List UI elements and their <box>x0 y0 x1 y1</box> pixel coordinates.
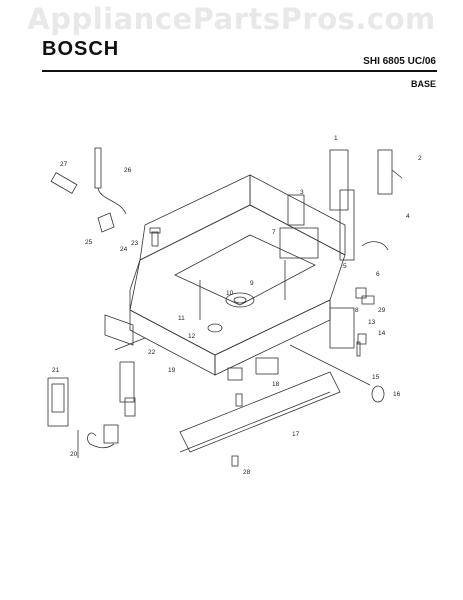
base-frame-drawing <box>47 147 403 467</box>
callout-5: 5 <box>343 263 347 270</box>
brand-logo: BOSCH <box>42 38 120 60</box>
callout-15: 15 <box>372 374 380 381</box>
callout-17: 17 <box>292 431 300 438</box>
callout-4: 4 <box>406 213 410 220</box>
callout-24: 24 <box>120 246 128 253</box>
callout-19: 19 <box>168 367 176 374</box>
callout-2: 2 <box>418 155 422 162</box>
callout-numbers: 1 2 3 4 5 6 7 8 9 10 11 12 13 14 15 16 1… <box>52 135 422 476</box>
callout-22: 22 <box>148 349 156 356</box>
callout-12: 12 <box>188 333 196 340</box>
callout-18: 18 <box>272 381 280 388</box>
callout-20: 20 <box>70 451 78 458</box>
callout-6: 6 <box>376 271 380 278</box>
callout-29: 29 <box>378 307 386 314</box>
callout-23: 23 <box>131 240 139 247</box>
callout-27: 27 <box>60 161 68 168</box>
callout-7: 7 <box>272 229 276 236</box>
callout-26: 26 <box>124 167 132 174</box>
callout-8: 8 <box>355 307 359 314</box>
callout-14: 14 <box>378 330 386 337</box>
callout-1: 1 <box>334 135 338 142</box>
watermark: AppliancePartsPros.com <box>27 2 436 36</box>
callout-9: 9 <box>250 280 254 287</box>
callout-3: 3 <box>300 189 304 196</box>
section-title: BASE <box>410 79 436 89</box>
callout-11: 11 <box>178 315 185 322</box>
callout-21: 21 <box>52 367 60 374</box>
callout-28: 28 <box>243 469 251 476</box>
callout-13: 13 <box>368 319 376 326</box>
callout-16: 16 <box>393 391 401 398</box>
model-number: SHI 6805 UC/06 <box>363 56 436 67</box>
callout-10: 10 <box>226 290 234 297</box>
callout-25: 25 <box>85 239 93 246</box>
header-rule <box>42 70 437 72</box>
